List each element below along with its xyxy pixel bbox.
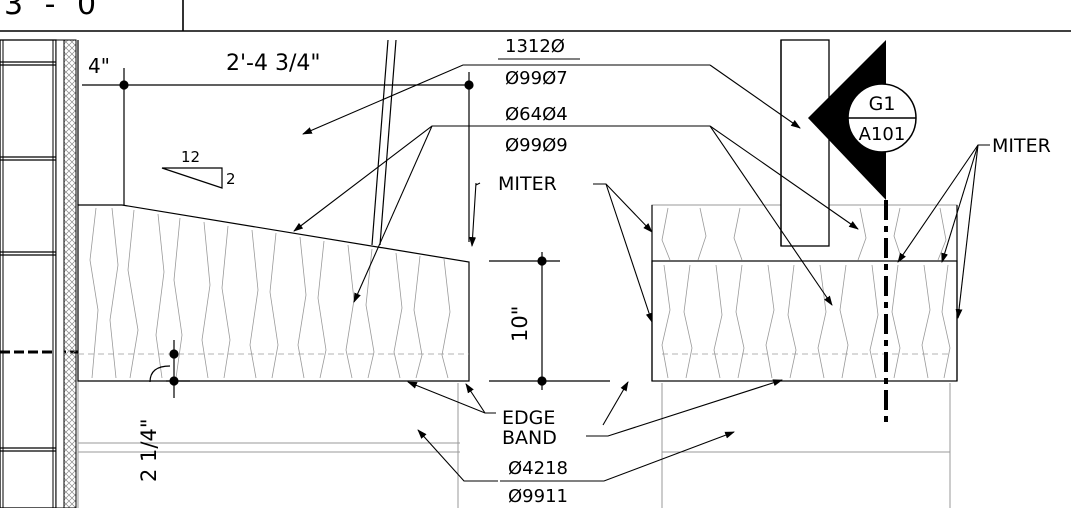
callout-leaders-top — [293, 64, 859, 306]
reveal-dimension — [149, 340, 190, 398]
section-sheet-number: A101 — [859, 124, 906, 145]
height-dimension — [489, 252, 610, 390]
background-lines — [77, 380, 951, 508]
dim-width-label: 2'-4 3/4" — [226, 51, 321, 76]
slope-rise: 2 — [226, 170, 236, 188]
edge-band-line1: EDGE — [502, 407, 555, 429]
dim-offset-label: 4" — [88, 54, 110, 78]
dim-height-label: 10" — [508, 306, 532, 342]
section-detail-number: G1 — [869, 93, 896, 115]
bottom-code-leaders — [417, 429, 735, 482]
code-09909: Ø99Ø9 — [505, 135, 568, 156]
edge-band-leaders — [407, 379, 783, 437]
masonry-wall — [0, 39, 79, 508]
top-dimension — [82, 39, 474, 246]
section-cut-line — [808, 40, 888, 428]
code-13120: 1312Ø — [505, 36, 565, 57]
miter-center-label: MITER — [498, 173, 557, 195]
dim-reveal-label: 2 1/4" — [137, 419, 161, 483]
section-marker: G1 A101 — [847, 83, 917, 153]
slope-run: 12 — [181, 148, 200, 166]
code-06404: Ø64Ø4 — [505, 104, 568, 125]
title-fragment: 3 - 0 — [4, 0, 102, 22]
sloped-wood-trim — [77, 204, 470, 382]
code-04218: Ø4218 — [508, 458, 568, 479]
code-09907: Ø99Ø7 — [505, 68, 568, 89]
code-09911: Ø9911 — [508, 486, 568, 507]
miter-center-leaders — [469, 182, 653, 323]
slope-indicator: 12 2 — [161, 148, 236, 189]
miter-right-leaders — [897, 144, 990, 319]
vertical-post — [780, 39, 830, 247]
edge-band-line2: BAND — [502, 427, 557, 449]
miter-right-label: MITER — [992, 135, 1051, 157]
title-block: 3 - 0 — [0, 0, 1071, 32]
